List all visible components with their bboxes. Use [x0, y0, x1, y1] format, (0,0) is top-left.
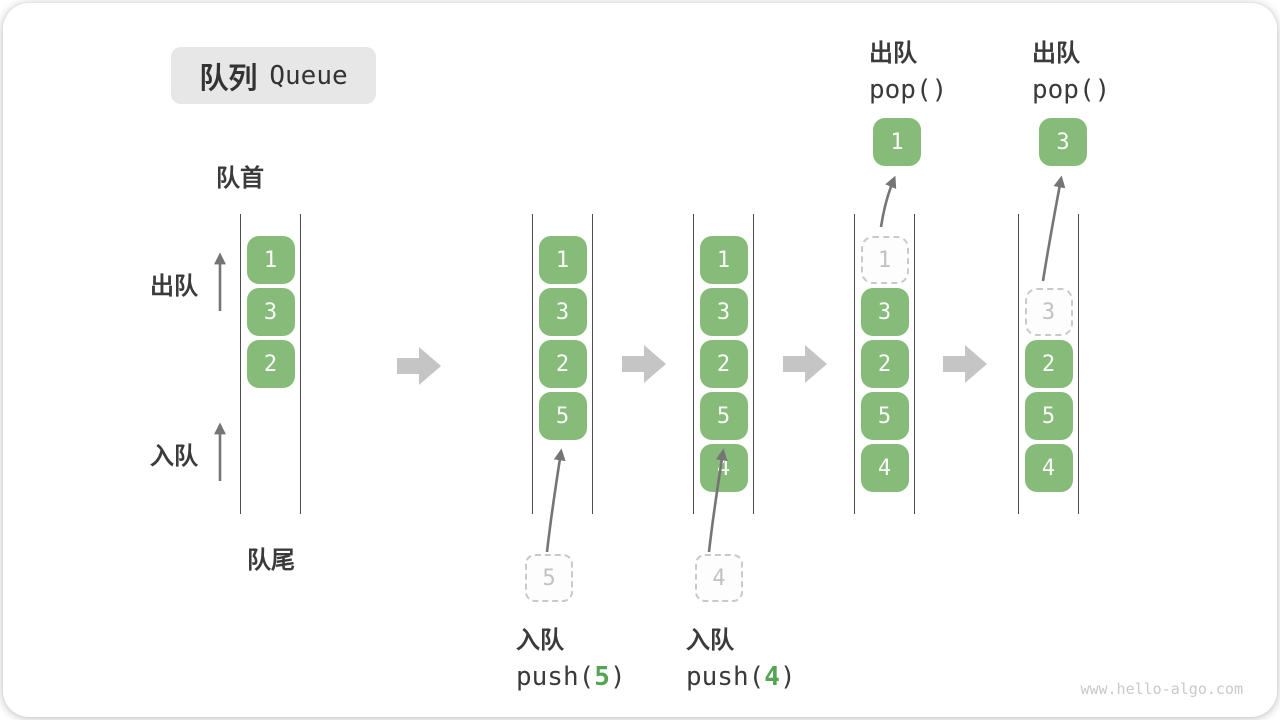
- queue-cell: 2: [538, 340, 587, 388]
- step-arrow-1: [397, 347, 441, 385]
- enqueue-op-2: 入队 push(4): [686, 620, 796, 692]
- queue-cell: 4: [1024, 444, 1073, 492]
- title-zh: 队列: [199, 62, 258, 95]
- queue-cell-removed: 1: [860, 236, 909, 284]
- enqueue-op-action: 入队: [516, 627, 564, 654]
- queue-cell: 3: [246, 288, 295, 336]
- queue-cell: 4: [699, 444, 748, 492]
- label-enqueue-side: 入队: [150, 443, 198, 470]
- popped-value-box: 3: [1039, 118, 1087, 166]
- enqueue-op-1: 入队 push(5): [516, 620, 626, 692]
- step-arrow-3: [783, 345, 827, 383]
- dequeue-op-code: pop(): [1032, 75, 1111, 105]
- dequeue-op-action: 出队: [1032, 40, 1080, 67]
- queue-cell: 1: [699, 236, 748, 284]
- queue-cell: 3: [699, 288, 748, 336]
- queue-state-2: 1 3 2 5: [532, 214, 593, 514]
- dequeue-op-action: 出队: [869, 40, 917, 67]
- label-queue-rear: 队尾: [247, 547, 295, 574]
- enqueue-op-code: push(5): [516, 662, 626, 692]
- queue-cell: 2: [699, 340, 748, 388]
- pending-enqueue-box: 5: [525, 554, 573, 602]
- enqueue-op-code: push(4): [686, 662, 796, 692]
- code-arg: 4: [764, 662, 780, 692]
- code-post: ): [609, 662, 626, 692]
- figure-card: 队列 Queue 队首 队尾 出队 入队 1 3 2 1 3 2 5 5 入队 …: [3, 3, 1277, 717]
- queue-cell: 1: [538, 236, 587, 284]
- queue-cell: 3: [538, 288, 587, 336]
- queue-cell: 5: [538, 392, 587, 440]
- code-pre: push(: [686, 662, 765, 692]
- queue-cell: 3: [860, 288, 909, 336]
- queue-cell: 5: [699, 392, 748, 440]
- code-pre: push(: [516, 662, 595, 692]
- queue-state-4: 1 3 2 5 4: [854, 214, 915, 514]
- queue-cell: 5: [860, 392, 909, 440]
- queue-cell-removed: 3: [1024, 288, 1073, 336]
- empty-slot: [1025, 236, 1073, 284]
- queue-state-3: 1 3 2 5 4: [693, 214, 754, 514]
- pending-enqueue-box: 4: [695, 554, 743, 602]
- step-arrow-2: [622, 345, 666, 383]
- queue-cell: 2: [1024, 340, 1073, 388]
- label-dequeue-side: 出队: [150, 273, 198, 300]
- dequeue-op-1: 出队 pop(): [869, 33, 947, 105]
- queue-cell: 5: [1024, 392, 1073, 440]
- arrows-overlay: [214, 175, 1066, 553]
- code-post: ): [779, 662, 796, 692]
- queue-cell: 4: [860, 444, 909, 492]
- queue-cell: 2: [860, 340, 909, 388]
- queue-state-1: 1 3 2: [240, 214, 301, 514]
- code-arg: 5: [594, 662, 610, 692]
- dequeue-op-2: 出队 pop(): [1032, 33, 1110, 105]
- dequeue-op-code: pop(): [869, 75, 948, 105]
- enqueue-op-action: 入队: [686, 627, 734, 654]
- watermark: www.hello-algo.com: [1080, 680, 1243, 698]
- queue-cell: 1: [246, 236, 295, 284]
- popped-value-box: 1: [873, 118, 921, 166]
- title-en: Queue: [269, 60, 348, 91]
- step-arrow-4: [943, 345, 987, 383]
- queue-cell: 2: [246, 340, 295, 388]
- label-queue-front: 队首: [216, 165, 264, 192]
- queue-state-5: 3 2 5 4: [1018, 214, 1079, 514]
- figure-title: 队列 Queue: [171, 47, 376, 104]
